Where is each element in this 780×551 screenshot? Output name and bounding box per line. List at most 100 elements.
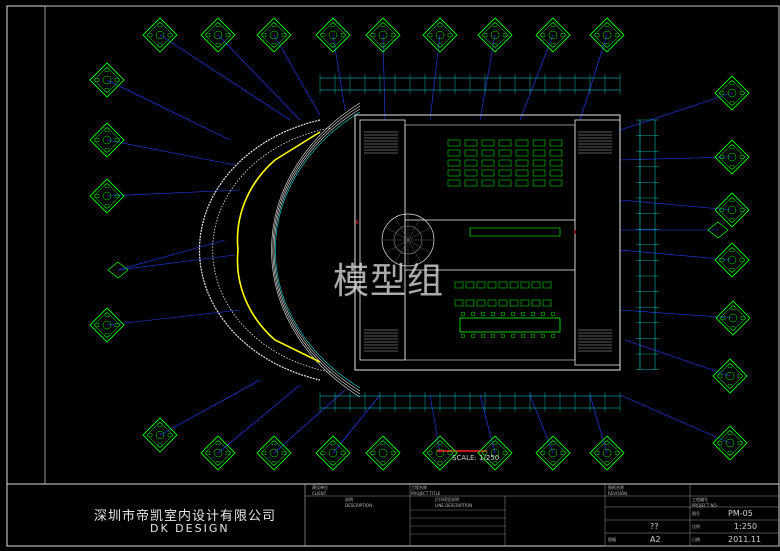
leader-line <box>479 34 496 121</box>
curved-facade-arc <box>275 111 361 389</box>
grid-symbol-tag <box>492 23 498 27</box>
grid-symbol <box>365 435 401 471</box>
grid-symbol <box>89 62 125 98</box>
chair <box>550 333 556 339</box>
grid-symbol-tag <box>729 218 735 222</box>
grid-symbol-center <box>728 313 738 323</box>
grid-symbol-tag <box>492 43 498 47</box>
chair <box>490 311 496 317</box>
grid-symbol-inner <box>481 439 509 467</box>
leader-line <box>159 379 261 436</box>
grid-symbol-center <box>548 448 558 458</box>
desk <box>487 299 497 307</box>
grid-symbol-center <box>725 438 735 448</box>
grid-symbol-tag <box>167 33 173 37</box>
grid-symbol-tag <box>729 165 735 169</box>
grid-symbol-inner <box>718 246 746 274</box>
grid-symbol-tag <box>737 441 743 445</box>
desk <box>476 299 486 307</box>
grid-symbol-tag <box>447 33 453 37</box>
project-no-label: 工程编号 <box>692 497 708 502</box>
grid-symbol <box>142 417 178 453</box>
desk <box>481 149 495 157</box>
grid-symbol-tag <box>271 461 277 465</box>
leader-line <box>106 309 241 326</box>
grid-symbol-tag <box>225 33 231 37</box>
chair <box>540 333 546 339</box>
grid-symbol-center <box>328 448 338 458</box>
grid-symbol-tag <box>380 441 386 445</box>
desk <box>464 139 478 147</box>
grid-symbol <box>256 435 292 471</box>
grid-symbol-tag <box>104 184 110 188</box>
rotunda-spoke <box>385 226 409 241</box>
desk <box>447 149 461 157</box>
grid-symbol-tag <box>370 451 376 455</box>
grid-symbol-tag <box>729 81 735 85</box>
chair <box>460 333 466 339</box>
grid-symbol-tag <box>330 23 336 27</box>
chair <box>520 333 526 339</box>
desk <box>465 281 475 289</box>
desk <box>498 179 512 187</box>
company-name-cn: 深圳市帝凯室内设计有限公司 <box>94 509 277 524</box>
grid-symbol-tag <box>340 451 346 455</box>
scale-label: SCALE: 1/250 <box>452 454 500 462</box>
leader-line <box>619 156 733 161</box>
grid-symbol <box>256 17 292 53</box>
grid-symbol-inner <box>716 362 744 390</box>
grid-symbol-tag <box>215 461 221 465</box>
grid-symbol <box>535 435 571 471</box>
desk <box>476 281 486 289</box>
grid-symbol-tag <box>482 451 488 455</box>
grid-symbol-tag <box>390 451 396 455</box>
grid-symbol-tag <box>502 451 508 455</box>
desk <box>532 139 546 147</box>
chair <box>540 311 546 317</box>
grid-symbol-tag <box>594 33 600 37</box>
grid-symbol-tag <box>540 451 546 455</box>
grid-symbol-tag <box>104 313 110 317</box>
grid-symbol <box>589 435 625 471</box>
desk <box>465 299 475 307</box>
desk <box>447 179 461 187</box>
rotunda-spoke <box>407 239 431 254</box>
grid-symbol-tag <box>380 461 386 465</box>
leader-line <box>159 34 291 121</box>
grid-symbol-inner <box>93 311 121 339</box>
conference-table <box>469 227 561 237</box>
drawing-no-label: 图号 <box>692 511 700 516</box>
grid-symbol-tag <box>727 364 733 368</box>
leader-line <box>429 394 441 454</box>
grid-symbol-tag <box>380 43 386 47</box>
desk <box>531 299 541 307</box>
leader-line <box>117 239 226 271</box>
grid-symbol-tag <box>261 33 267 37</box>
grid-symbol-tag <box>729 101 735 105</box>
desk <box>515 159 529 167</box>
grid-symbol-tag <box>719 155 725 159</box>
grid-symbol-tag <box>104 68 110 72</box>
leader-line <box>579 34 608 121</box>
grid-symbol <box>715 300 751 336</box>
chair <box>480 333 486 339</box>
grid-symbol-inner <box>593 439 621 467</box>
grid-symbol-tag <box>147 433 153 437</box>
rotunda-spoke <box>407 239 422 263</box>
grid-symbol-tag <box>215 441 221 445</box>
project-no-label-en: PROJECT NO. <box>692 503 718 508</box>
rotunda-spoke <box>394 217 409 241</box>
grid-symbol-tag <box>740 316 746 320</box>
desk <box>531 281 541 289</box>
desk <box>532 179 546 187</box>
desk <box>520 281 530 289</box>
grid-symbol <box>89 307 125 343</box>
meeting-table <box>459 317 561 333</box>
grid-symbol-center <box>602 30 612 40</box>
grid-symbol-center <box>727 205 737 215</box>
grid-symbol-inner <box>481 21 509 49</box>
grid-symbol-inner <box>319 21 347 49</box>
grid-symbol-tag <box>540 33 546 37</box>
leader-line <box>332 394 381 454</box>
